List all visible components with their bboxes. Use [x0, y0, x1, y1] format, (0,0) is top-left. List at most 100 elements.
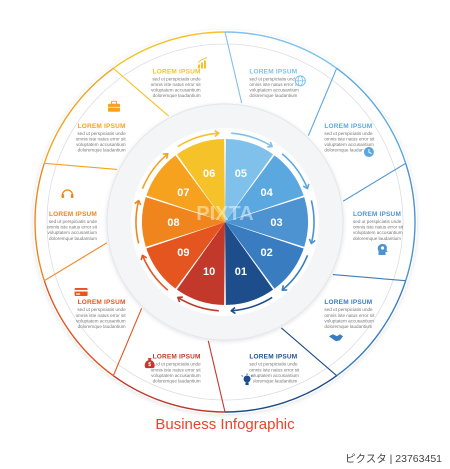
label-line: omnis iste natus error sit — [76, 136, 127, 141]
label-line: voluptatem accusantium — [324, 142, 374, 147]
svg-text:$: $ — [148, 362, 151, 368]
label-line: doloremque laudantium — [249, 93, 297, 98]
cycle-arrow — [310, 200, 315, 244]
ring-arc — [336, 67, 407, 164]
ring-arc — [112, 375, 226, 413]
arrow-head — [267, 141, 273, 148]
bulb-icon — [241, 373, 254, 387]
sector-divider — [112, 308, 143, 376]
arrow-head — [302, 183, 310, 190]
footer-title: Business Infographic — [155, 416, 295, 433]
pie-segment-02 — [225, 222, 304, 289]
label-header: LOREM IPSUM — [153, 354, 201, 361]
label-line: voluptatem accusantium — [76, 318, 126, 323]
sector-divider — [44, 242, 108, 282]
label-line: voluptatem accusantium — [76, 142, 126, 147]
arrow-head — [177, 296, 183, 303]
sector-divider — [44, 162, 118, 170]
arrow-head — [281, 285, 288, 291]
label-line: sed ut perspiciatis unde — [77, 307, 126, 312]
cycle-arrow — [135, 200, 140, 244]
ring-arc — [43, 280, 114, 377]
label-line: sed ut perspiciatis unde — [152, 76, 201, 81]
label-header: LOREM IPSUM — [49, 211, 97, 218]
segment-icons: $ — [61, 57, 389, 387]
label-line: sed ut perspiciatis unde — [249, 76, 298, 81]
sector-divider — [224, 31, 243, 104]
label-header: LOREM IPSUM — [249, 68, 297, 75]
label-line: omnis iste natus error sit — [249, 82, 300, 87]
pie-segment-08 — [142, 197, 225, 247]
ring-arc — [224, 31, 338, 69]
clock-icon — [362, 146, 375, 159]
label-line: omnis iste natus error sit — [324, 136, 375, 141]
arrow-head — [230, 306, 236, 315]
label-line: voluptatem accusantium — [151, 88, 201, 93]
watermark-id: ピクスタ | 23763451 — [345, 452, 442, 465]
label-line: sed ut perspiciatis unde — [49, 219, 98, 224]
growth-chart-icon — [196, 57, 209, 70]
segment-number: 03 — [270, 217, 282, 229]
label-line: voluptatem accusantium — [324, 318, 374, 323]
watermark-center: PIXTA — [196, 203, 253, 225]
pie-segment-04 — [225, 155, 304, 222]
handshake-icon — [328, 331, 343, 344]
label-header: LOREM IPSUM — [324, 299, 372, 306]
globe-icon — [294, 74, 307, 87]
cycle-arrow — [177, 296, 219, 312]
label-header: LOREM IPSUM — [153, 68, 201, 75]
pie-segment-07 — [146, 155, 225, 222]
cycle-arrow — [281, 255, 309, 291]
sector-divider — [307, 68, 338, 136]
cycle-arrow — [141, 255, 169, 291]
sector-divider — [207, 340, 226, 413]
arrow-head — [140, 254, 148, 261]
label-header: LOREM IPSUM — [78, 123, 126, 130]
sector-divider — [280, 327, 338, 377]
label-line: omnis iste natus error sit — [249, 367, 300, 372]
headset-icon — [61, 187, 74, 200]
credit-card-icon — [74, 285, 88, 298]
label-line: omnis iste natus error sit — [353, 225, 404, 230]
label-line: doloremque laudantium — [324, 324, 372, 329]
segment-number: 09 — [177, 247, 189, 259]
sector-divider — [342, 162, 406, 202]
arrow-head — [308, 238, 316, 245]
ring-arc — [112, 31, 226, 69]
label-line: omnis iste natus error sit — [324, 313, 375, 318]
pie-segment-06 — [176, 139, 225, 222]
label-line: sed ut perspiciatis unde — [353, 219, 402, 224]
segment-number: 01 — [235, 266, 247, 278]
label-header: LOREM IPSUM — [324, 123, 372, 130]
label-header: LOREM IPSUM — [78, 299, 126, 306]
pie-segment-10 — [176, 222, 225, 305]
label-line: omnis iste natus error sit — [151, 367, 202, 372]
cycle-arrow — [231, 132, 273, 148]
segment-number: 06 — [203, 168, 215, 180]
cycle-arrow — [177, 132, 219, 148]
ring-arc — [405, 163, 416, 281]
segment-number: 10 — [203, 266, 215, 278]
cycle-arrows — [134, 129, 316, 315]
label-line: doloremque laudantium — [249, 378, 297, 383]
segment-number: 05 — [235, 168, 247, 180]
label-line: doloremque laudantium — [153, 378, 201, 383]
cycle-arrow — [141, 153, 169, 189]
head-gear-icon — [376, 244, 389, 257]
cycle-arrow — [231, 296, 273, 312]
arrow-head — [134, 199, 142, 206]
label-line: voluptatem accusantium — [47, 230, 97, 235]
watermark-bar: ピクスタ | 23763451 — [4, 449, 448, 467]
ring-arc — [34, 163, 45, 281]
label-line: doloremque laudantium — [324, 148, 372, 153]
